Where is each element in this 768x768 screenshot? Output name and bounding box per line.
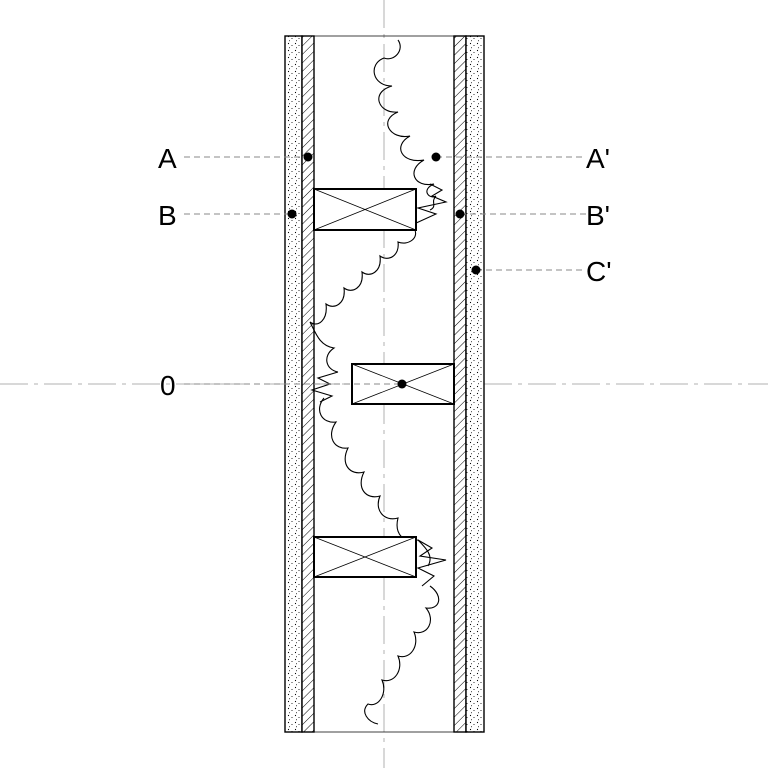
label-b-prime: B' <box>586 200 610 231</box>
label-a: A <box>158 143 177 174</box>
insulation-middle <box>309 227 416 373</box>
point-c-prime <box>471 265 481 275</box>
timber-block-upper <box>313 188 417 231</box>
label-b: B <box>158 200 177 231</box>
insulation-kink-3 <box>416 539 447 587</box>
label-zero: 0 <box>160 370 176 401</box>
right-inner-layer <box>453 35 467 733</box>
insulation-kink-1 <box>413 183 448 225</box>
point-a-prime <box>431 152 441 162</box>
timber-block-lower <box>313 536 417 578</box>
label-a-prime: A' <box>586 143 610 174</box>
insulation-kink-2 <box>310 371 339 403</box>
point-zero <box>397 379 407 389</box>
point-b <box>287 209 297 219</box>
insulation-upper <box>373 39 437 211</box>
right-outer-layer <box>465 35 485 733</box>
label-c-prime: C' <box>586 256 612 287</box>
insulation-bottom <box>364 585 440 725</box>
point-b-prime <box>455 209 465 219</box>
point-a <box>303 152 313 162</box>
